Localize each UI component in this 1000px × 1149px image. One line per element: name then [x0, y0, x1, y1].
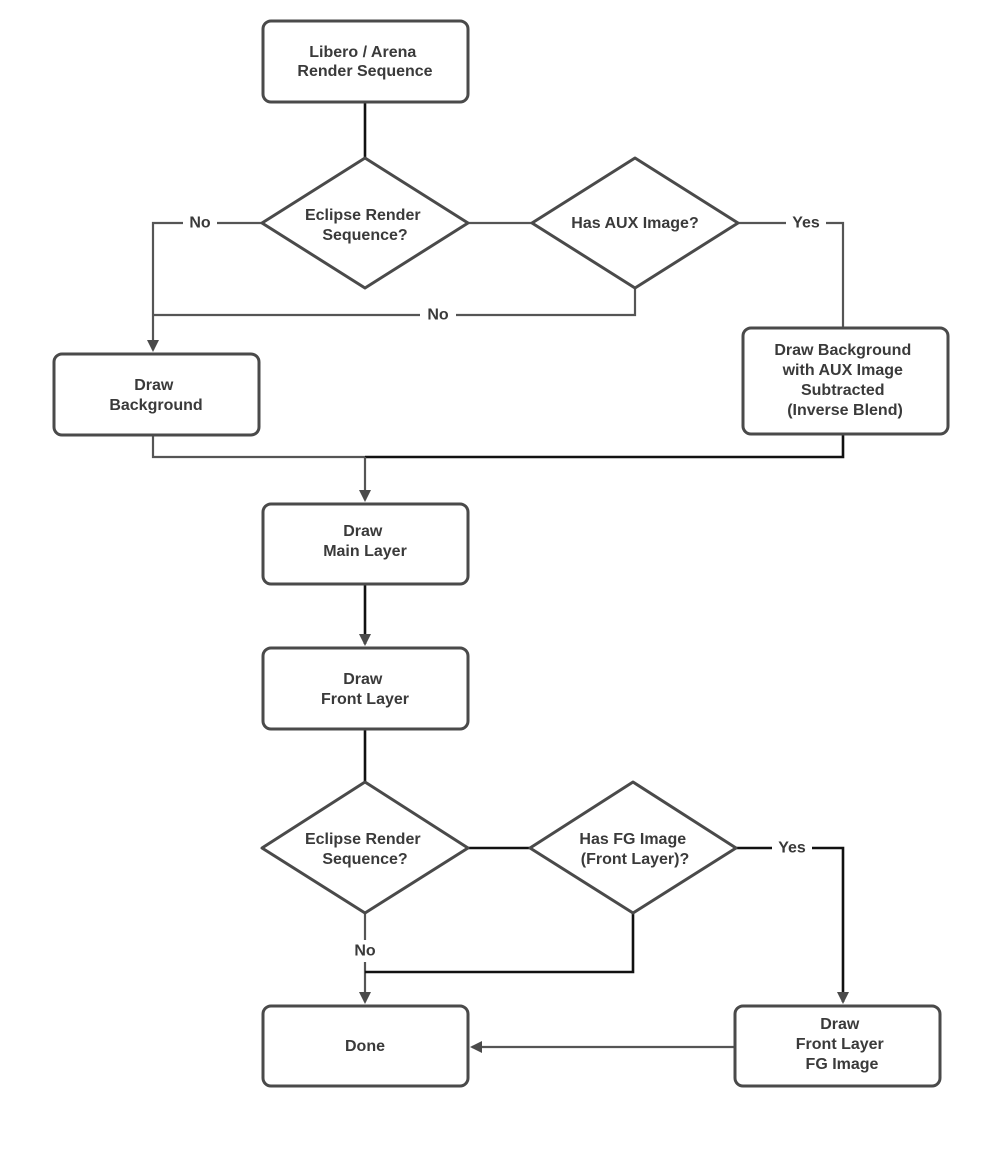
- edge-aux-no: [153, 288, 637, 317]
- svg-text:Yes: Yes: [792, 215, 820, 232]
- edge-fg-yes-to-draw-fg: [736, 846, 849, 1004]
- decision-has-aux-image-text: Has AUX Image?: [571, 215, 698, 232]
- svg-text:No: No: [427, 307, 449, 324]
- decision-has-fg-image: Has FG Image (Front Layer)?: [528, 780, 738, 915]
- svg-text:No: No: [189, 215, 211, 232]
- svg-text:No: No: [354, 943, 376, 960]
- edge-eclipse1-no-to-draw-background: [147, 221, 262, 352]
- edge-draw-bg-to-merge: [151, 435, 365, 459]
- label-aux-no: No: [420, 304, 456, 326]
- label-eclipse1-no: No: [183, 212, 217, 234]
- node-draw-background: Draw Background: [52, 352, 261, 437]
- decision-eclipse-render-2: Eclipse Render Sequence?: [260, 780, 470, 915]
- node-start-text: Libero / Arena Render Sequence: [297, 44, 432, 80]
- label-eclipse2-no: No: [348, 940, 382, 962]
- decision-eclipse-render-1: Eclipse Render Sequence?: [260, 156, 470, 290]
- node-draw-background-aux: Draw Background with AUX Image Subtracte…: [741, 326, 950, 436]
- node-draw-front-layer: Draw Front Layer: [261, 646, 470, 731]
- label-fg-yes: Yes: [772, 837, 812, 859]
- decision-has-fg-image-text: Has FG Image (Front Layer)?: [579, 831, 690, 868]
- node-draw-main-layer: Draw Main Layer: [261, 502, 470, 586]
- edge-aux-yes-to-draw-bg-aux: [738, 221, 845, 328]
- decision-eclipse-render-2-text: Eclipse Render Sequence?: [305, 831, 425, 868]
- node-draw-front-layer-fg: Draw Front Layer FG Image: [733, 1004, 942, 1088]
- node-done: Done: [261, 1004, 470, 1088]
- node-draw-front-layer-text: Draw Front Layer: [321, 671, 409, 708]
- label-aux-yes: Yes: [786, 212, 826, 234]
- node-draw-background-text: Draw Background: [109, 377, 202, 414]
- node-draw-background-aux-text: Draw Background with AUX Image Subtracte…: [774, 342, 915, 419]
- decision-eclipse-render-1-text: Eclipse Render Sequence?: [305, 207, 425, 244]
- node-draw-main-layer-text: Draw Main Layer: [323, 523, 407, 560]
- svg-text:Yes: Yes: [778, 840, 806, 857]
- node-start: Libero / Arena Render Sequence: [261, 19, 470, 104]
- node-done-text: Done: [345, 1038, 385, 1055]
- edge-fg-no: [365, 913, 635, 974]
- decision-has-aux-image: Has AUX Image?: [530, 156, 740, 290]
- edge-draw-bg-aux-to-merge: [365, 435, 845, 459]
- node-draw-front-layer-fg-text: Draw Front Layer FG Image: [796, 1016, 888, 1073]
